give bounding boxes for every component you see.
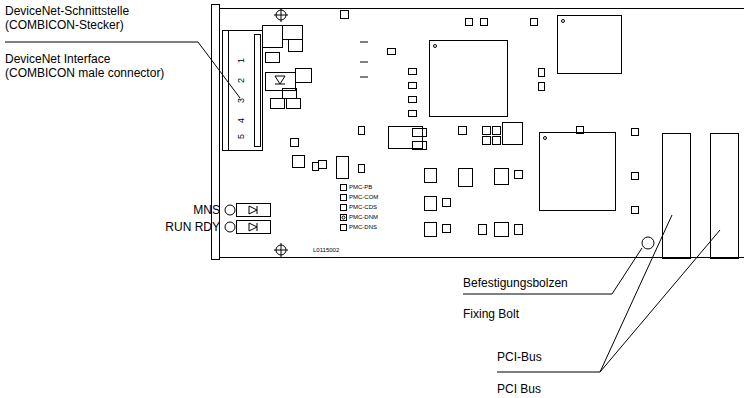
callout-label: PCI Bus [497, 382, 541, 396]
jumper-label: PMC-COM [349, 194, 378, 201]
led-label: RUN RDY [165, 220, 220, 234]
board-id: L0115002 [313, 247, 339, 254]
led-label: MNS [193, 203, 220, 217]
pin-number: 4 [237, 118, 246, 123]
pin-number: 3 [237, 98, 246, 103]
pin-number: 1 [237, 58, 246, 63]
callout-label: DeviceNet-Schnittstelle (COMBICON-Stecke… [5, 4, 155, 32]
pin-number: 2 [237, 78, 246, 83]
callout-label: Befestigungsbolzen [463, 276, 568, 290]
jumper-label: PMC-DNS [349, 224, 377, 231]
callout-label: DeviceNet Interface (COMBICON male conne… [5, 52, 175, 80]
callout-label: Fixing Bolt [463, 307, 519, 321]
jumper-label: PMC-DNM [349, 214, 378, 221]
callout-label: PCI-Bus [497, 350, 542, 364]
jumper-label: PMC-PB [349, 184, 372, 191]
pin-number: 5 [237, 134, 246, 139]
jumper-label: PMC-CDS [349, 204, 377, 211]
